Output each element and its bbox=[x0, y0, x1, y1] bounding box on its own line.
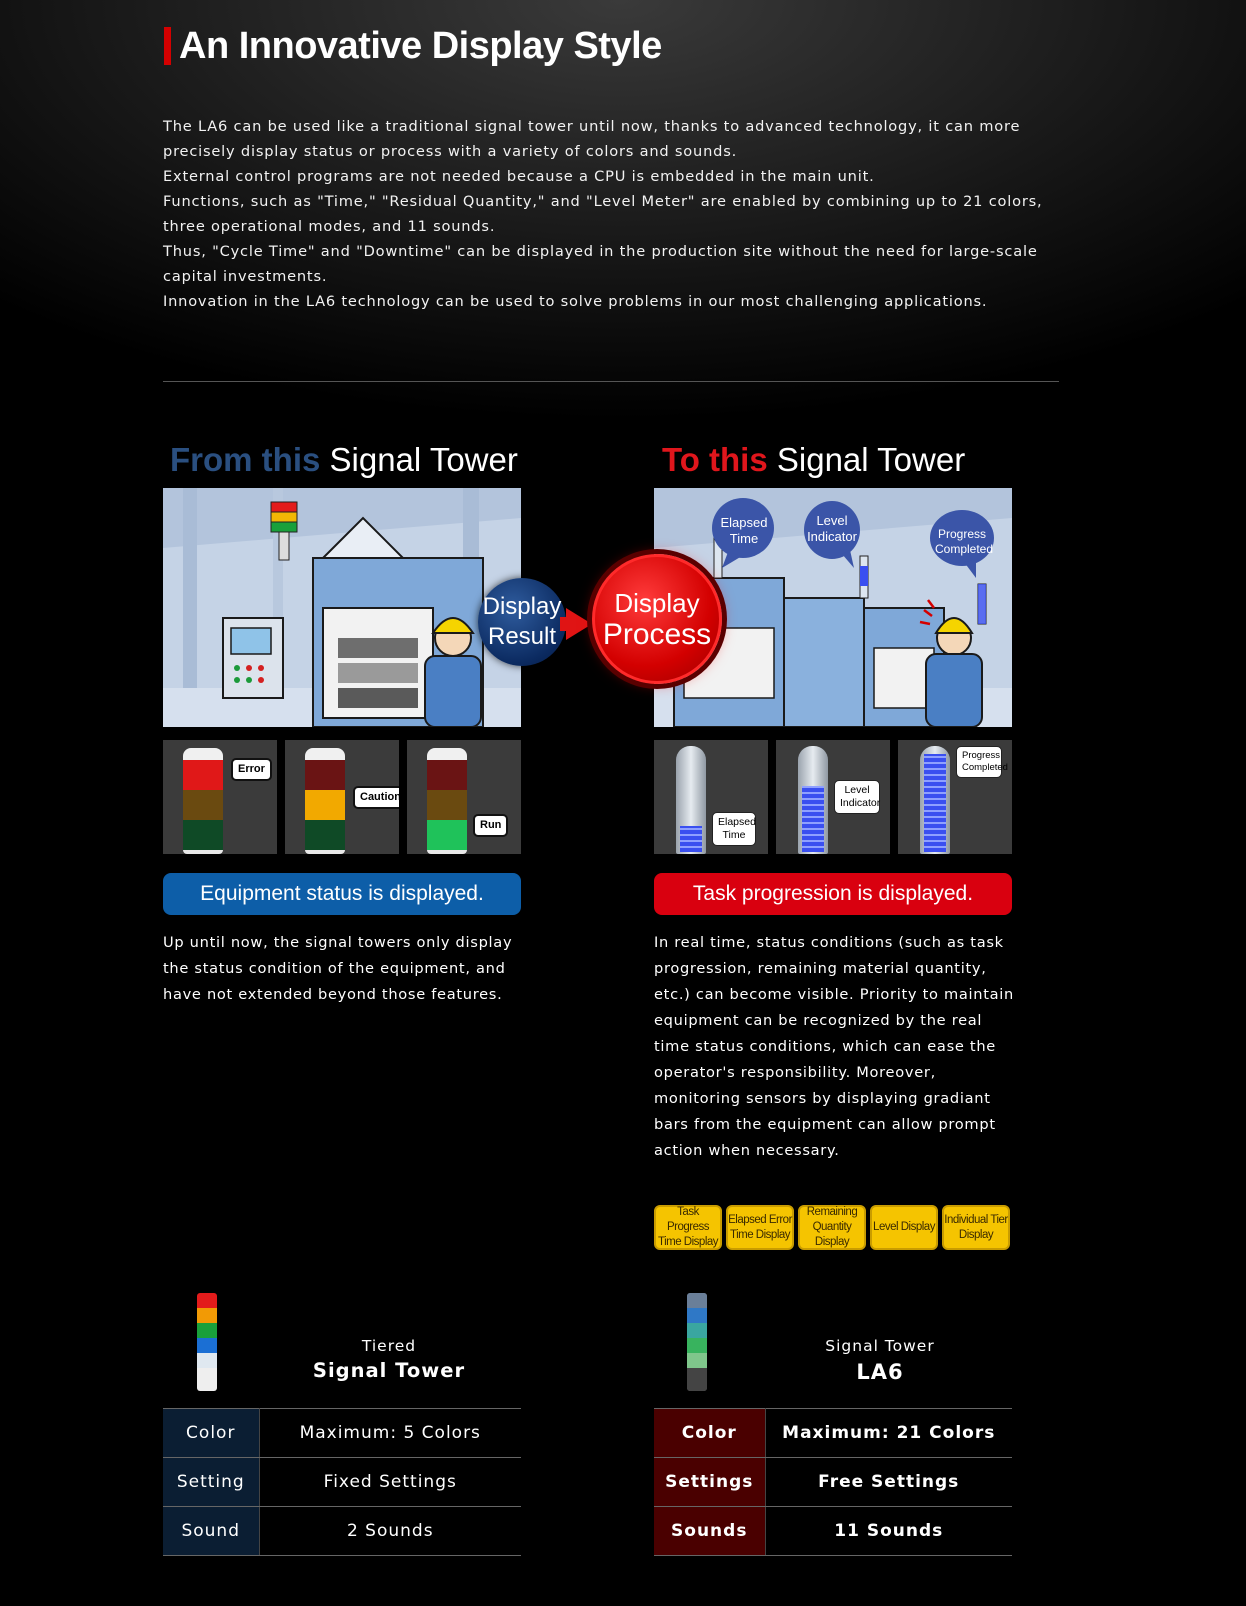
spec-value: Fixed Settings bbox=[259, 1457, 521, 1507]
table-row: Setting Fixed Settings bbox=[163, 1457, 521, 1507]
level-indicator-bubble: Level Indicator bbox=[807, 513, 857, 544]
la6-product-sub: Signal Tower bbox=[825, 1337, 935, 1355]
right-heading-accent: To this bbox=[662, 441, 768, 478]
spec-key: Sounds bbox=[654, 1506, 766, 1556]
table-row: Sound 2 Sounds bbox=[163, 1506, 521, 1556]
intro-paragraph: Thus, "Cycle Time" and "Downtime" can be… bbox=[163, 243, 1038, 285]
display-process-line1: Display bbox=[614, 588, 700, 618]
tiered-tower-icon bbox=[197, 1293, 219, 1393]
right-heading: To this Signal Tower bbox=[662, 438, 965, 482]
intro-paragraph: Innovation in the LA6 technology can be … bbox=[163, 293, 988, 310]
factory-scene-left bbox=[163, 488, 521, 727]
table-row: Color Maximum: 21 Colors bbox=[654, 1408, 1012, 1458]
spec-value: Free Settings bbox=[765, 1457, 1012, 1507]
table-row: Sounds 11 Sounds bbox=[654, 1506, 1012, 1556]
tiered-product-label: Tiered Signal Tower bbox=[239, 1335, 539, 1385]
equipment-status-pill: Equipment status is displayed. bbox=[163, 873, 521, 915]
run-state-thumb: Run bbox=[407, 740, 521, 854]
tiered-spec-table: Color Maximum: 5 Colors Setting Fixed Se… bbox=[163, 1408, 521, 1556]
traditional-factory-illustration bbox=[163, 488, 521, 727]
spec-key: Settings bbox=[654, 1457, 766, 1507]
error-state-thumb: Error bbox=[163, 740, 277, 854]
la6-tower-states: Elapsed Time Level Indicator Progress Co… bbox=[654, 740, 1012, 854]
tiered-product-sub: Tiered bbox=[361, 1337, 417, 1355]
la6-spec-table: Color Maximum: 21 Colors Settings Free S… bbox=[654, 1408, 1012, 1556]
task-progression-pill: Task progression is displayed. bbox=[654, 873, 1012, 915]
intro-paragraph: The LA6 can be used like a traditional s… bbox=[163, 118, 1021, 160]
feature-tag: Task Progress Time Display bbox=[654, 1205, 722, 1250]
title-accent-bar bbox=[164, 27, 171, 65]
caution-state-thumb: Caution bbox=[285, 740, 399, 854]
left-description: Up until now, the signal towers only dis… bbox=[163, 934, 513, 1003]
tower-icon bbox=[305, 748, 345, 854]
intro-text: The LA6 can be used like a traditional s… bbox=[163, 114, 1063, 314]
la6-product-main: LA6 bbox=[856, 1360, 904, 1384]
run-label: Run bbox=[473, 814, 509, 837]
level-indicator-thumb: Level Indicator bbox=[776, 740, 890, 854]
spec-key: Setting bbox=[163, 1457, 260, 1507]
right-heading-rest: Signal Tower bbox=[767, 441, 966, 478]
display-result-line2: Result bbox=[487, 623, 557, 650]
arrow-right-icon-stem bbox=[560, 617, 570, 631]
page-title: An Innovative Display Style bbox=[164, 22, 662, 70]
spec-value: Maximum: 21 Colors bbox=[765, 1408, 1012, 1458]
caution-label: Caution bbox=[353, 786, 399, 809]
display-process-badge: Display Process bbox=[592, 554, 722, 684]
elapsed-time-label: Elapsed Time bbox=[712, 812, 756, 846]
progress-completed-label: Progress Completed bbox=[956, 746, 1008, 778]
spec-value: 2 Sounds bbox=[259, 1506, 521, 1556]
elapsed-time-bubble: Elapsed Time bbox=[720, 515, 768, 546]
la6-tower-icon bbox=[687, 1293, 709, 1393]
feature-tag: Remaining Quantity Display bbox=[798, 1205, 866, 1250]
display-result-line1: Display bbox=[482, 593, 562, 620]
la6-factory-illustration: Elapsed Time Level Indicator Progress Co… bbox=[654, 488, 1012, 727]
intro-paragraph: External control programs are not needed… bbox=[163, 168, 875, 185]
right-description: In real time, status conditions (such as… bbox=[654, 934, 1015, 1159]
error-label: Error bbox=[231, 758, 272, 781]
progress-completed-thumb: Progress Completed bbox=[898, 740, 1012, 854]
page-title-text: An Innovative Display Style bbox=[179, 25, 662, 67]
spec-key: Sound bbox=[163, 1506, 260, 1556]
feature-tag: Elapsed Error Time Display bbox=[726, 1205, 794, 1250]
display-process-line2: Process bbox=[602, 618, 712, 651]
spec-value: 11 Sounds bbox=[765, 1506, 1012, 1556]
section-divider bbox=[163, 381, 1059, 382]
left-heading: From this Signal Tower bbox=[170, 438, 518, 482]
feature-tag: Individual Tier Display bbox=[942, 1205, 1010, 1250]
progress-completed-bubble: Progress Completed bbox=[935, 527, 994, 556]
tower-icon bbox=[427, 748, 467, 854]
elapsed-time-thumb: Elapsed Time bbox=[654, 740, 768, 854]
feature-tags: Task Progress Time Display Elapsed Error… bbox=[654, 1205, 1010, 1250]
level-indicator-label: Level Indicator bbox=[834, 780, 880, 814]
la6-product-label: Signal Tower LA6 bbox=[730, 1335, 1030, 1387]
arrow-right-icon bbox=[566, 608, 592, 640]
feature-tag: Level Display bbox=[870, 1205, 938, 1250]
led-tower-icon bbox=[676, 746, 706, 854]
led-tower-icon bbox=[920, 746, 950, 854]
intro-paragraph: Functions, such as "Time," "Residual Qua… bbox=[163, 193, 1043, 235]
display-result-badge: Display Result bbox=[478, 578, 566, 666]
spec-key: Color bbox=[654, 1408, 766, 1458]
led-tower-icon bbox=[798, 746, 828, 854]
spec-key: Color bbox=[163, 1408, 260, 1458]
left-heading-rest: Signal Tower bbox=[320, 441, 518, 478]
traditional-tower-states: Error Caution Run bbox=[163, 740, 521, 854]
left-heading-accent: From this bbox=[170, 441, 321, 478]
tower-icon bbox=[183, 748, 223, 854]
spec-value: Maximum: 5 Colors bbox=[259, 1408, 521, 1458]
table-row: Settings Free Settings bbox=[654, 1457, 1012, 1507]
table-row: Color Maximum: 5 Colors bbox=[163, 1408, 521, 1458]
tiered-product-main: Signal Tower bbox=[312, 1359, 466, 1382]
